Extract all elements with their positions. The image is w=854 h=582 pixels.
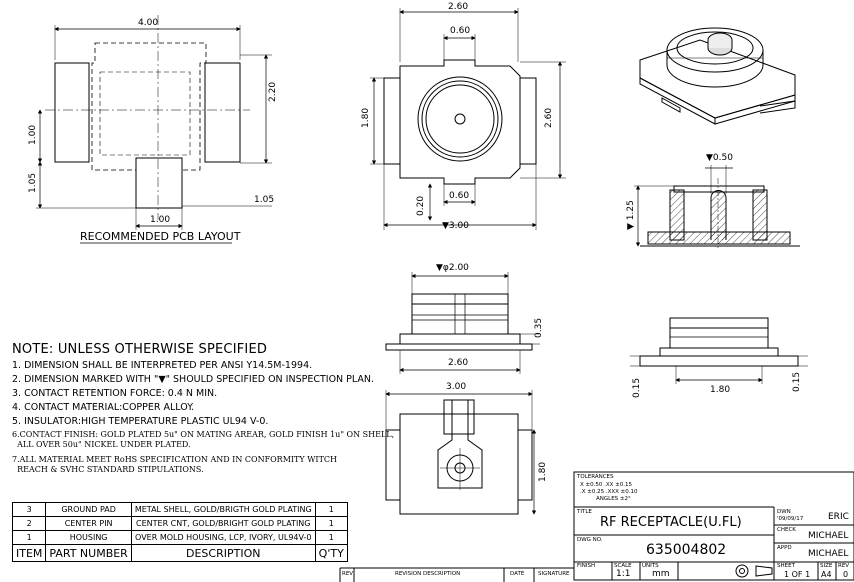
- bom-part: GROUND PAD: [45, 502, 132, 517]
- title-label: TITLE: [577, 509, 592, 515]
- appd-label: APPD: [777, 545, 792, 551]
- note-item: 6.CONTACT FINISH: GOLD PLATED 5u" ON MAT…: [12, 430, 395, 449]
- dim-pad-height: 1.00: [28, 124, 38, 145]
- bom-qty: 1: [314, 516, 348, 531]
- rev-desc-label: REVISION DESCRIPTION: [395, 571, 461, 577]
- dim-front-width: 2.60: [448, 358, 469, 368]
- dim-top-bottom-offset: 0.20: [416, 195, 426, 216]
- dim-center-pad-width: 1.00: [150, 215, 171, 225]
- dwn-label: DWN: [777, 509, 791, 515]
- appd-name: MICHAEL: [808, 549, 849, 559]
- dim-pcb-width: 4.00: [138, 18, 159, 28]
- rev-date-label: DATE: [510, 571, 525, 577]
- tolerance-line: X ±0.50 .XX ±0.15: [580, 482, 633, 488]
- size-label: SIZE: [820, 563, 833, 569]
- isometric-view: [639, 27, 796, 125]
- units-label: UNITS: [642, 563, 659, 569]
- rev-signature-label: SIGNATURE: [538, 571, 570, 577]
- bom-part: HOUSING: [45, 530, 132, 545]
- bom-qty: 1: [314, 530, 348, 545]
- bom-header-qty: Q'TY: [314, 544, 348, 562]
- table-row: 3 GROUND PAD METAL SHELL, GOLD/BRIGTH GO…: [11, 502, 348, 517]
- size-value: A4: [821, 570, 832, 579]
- sheet-value: 1 OF 1: [784, 570, 811, 579]
- dwn-name: ERIC: [828, 512, 849, 522]
- bom-desc: METAL SHELL, GOLD/BRIGTH GOLD PLATING: [130, 502, 316, 517]
- sheet-label: SHEET: [777, 563, 795, 569]
- dim-pcb-height: 2.20: [268, 81, 278, 102]
- dwn-date: '09/09/17: [777, 516, 804, 522]
- dim-side-right: 0.15: [792, 371, 802, 392]
- dim-front-diameter: ▼φ2.00: [436, 263, 469, 273]
- dim-offset: 1.05: [254, 195, 275, 205]
- rev-label: REV: [838, 563, 850, 569]
- dim-side-left: 0.15: [632, 377, 642, 398]
- dim-top-height-right: 2.60: [544, 107, 554, 128]
- front-view: [385, 272, 540, 374]
- side-view: [630, 317, 808, 384]
- note-item: 2. DIMENSION MARKED WITH "▼" SHOULD SPEC…: [12, 374, 375, 385]
- bom-item: 1: [11, 530, 47, 545]
- dim-top-bottom-width: ▼3.00: [442, 221, 469, 231]
- scale-label: SCALE: [614, 563, 632, 569]
- dim-section-tip: ▼0.50: [706, 153, 733, 163]
- notes-title: NOTE: UNLESS OTHERWISE SPECIFIED: [12, 342, 268, 357]
- drawing-number: 635004802: [646, 542, 727, 558]
- dim-top-inner-bottom: 0.60: [449, 191, 470, 201]
- check-name: MICHAEL: [808, 531, 849, 541]
- bom-item: 3: [11, 502, 47, 517]
- note-item: 5. INSULATOR:HIGH TEMPERATURE PLASTIC UL…: [12, 416, 269, 427]
- dim-bottom-width: 3.00: [446, 382, 467, 392]
- bom-part: CENTER PIN: [45, 516, 132, 531]
- finish-label: FINISH: [577, 563, 596, 569]
- bom-header-desc: DESCRIPTION: [130, 544, 316, 562]
- bom-item: 2: [11, 516, 47, 531]
- section-view: [634, 165, 800, 250]
- scale-value: 1:1: [616, 569, 631, 579]
- bom-desc: OVER MOLD HOUSING, LCP, IVORY, UL94V-0: [130, 530, 316, 545]
- bom-header-row: ITEM PART NUMBER DESCRIPTION Q'TY: [11, 544, 348, 562]
- units-value: mm: [652, 569, 670, 579]
- top-view: [370, 8, 566, 230]
- title-block-frame: [339, 471, 854, 582]
- table-row: 1 HOUSING OVER MOLD HOUSING, LCP, IVORY,…: [11, 530, 348, 545]
- dwg-no-label: DWG NO.: [577, 537, 603, 543]
- bom-qty: 1: [314, 502, 348, 517]
- bom-table: 3 GROUND PAD METAL SHELL, GOLD/BRIGTH GO…: [11, 502, 348, 562]
- note-item: 4. CONTACT MATERIAL:COPPER ALLOY.: [12, 402, 195, 413]
- bom-desc: CENTER CNT, GOLD/BRIGHT GOLD PLATING: [130, 516, 316, 531]
- bom-header-item: ITEM: [11, 544, 47, 562]
- note-item: 1. DIMENSION SHALL BE INTERPRETED PER AN…: [12, 360, 313, 371]
- dim-bottom-height: 1.80: [538, 461, 548, 482]
- bottom-view: [385, 390, 537, 515]
- tolerance-line: ANGLES ±2°: [596, 496, 631, 502]
- pcb-layout-title: RECOMMENDED PCB LAYOUT: [80, 230, 241, 243]
- dim-top-inner: 0.60: [450, 26, 471, 36]
- dim-center-pad-height: 1.05: [28, 172, 38, 193]
- dim-top-width: 2.60: [448, 2, 469, 12]
- drawing-title: RF RECEPTACLE(U.FL): [600, 515, 742, 530]
- dim-front-height: 0.35: [534, 317, 544, 338]
- dim-side-width: 1.80: [710, 385, 731, 395]
- dim-section-height: ▼ 1.25: [626, 200, 636, 230]
- tolerance-line: .X ±0.25 .XXX ±0.10: [580, 489, 638, 495]
- rev-col-label: REV: [342, 571, 354, 577]
- note-item: 7.ALL MATERIAL MEET RoHS SPECIFICATION A…: [12, 455, 338, 474]
- bom-header-part: PART NUMBER: [45, 544, 132, 562]
- tolerances-label: TOLERANCES: [577, 474, 614, 480]
- dim-top-height-left: 1.80: [361, 107, 371, 128]
- note-item: 3. CONTACT RETENTION FORCE: 0.4 N MIN.: [12, 388, 218, 399]
- pcb-layout-view: [36, 15, 272, 244]
- check-label: CHECK: [777, 527, 796, 533]
- table-row: 2 CENTER PIN CENTER CNT, GOLD/BRIGHT GOL…: [11, 516, 348, 531]
- rev-value: 0: [843, 570, 849, 579]
